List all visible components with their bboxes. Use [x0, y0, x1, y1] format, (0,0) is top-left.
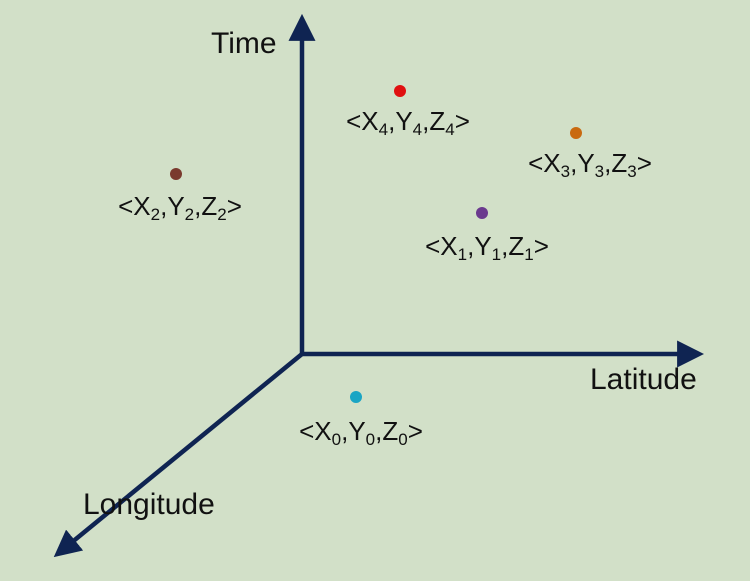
longitude-axis [53, 352, 304, 558]
point-3-marker [570, 127, 582, 139]
point-1-label: <X1,Y1,Z1> [425, 231, 549, 264]
point-3-label: <X3,Y3,Z3> [528, 148, 652, 181]
point-0-marker [350, 391, 362, 403]
point-2-label: <X2,Y2,Z2> [118, 191, 242, 224]
point-2-marker [170, 168, 182, 180]
point-4-marker [394, 85, 406, 97]
time-axis-label: Time [211, 27, 277, 60]
point-1-marker [476, 207, 488, 219]
longitude-axis-label: Longitude [83, 488, 215, 521]
point-4-label: <X4,Y4,Z4> [346, 106, 470, 139]
point-0-label: <X0,Y0,Z0> [299, 416, 423, 449]
latitude-axis-label: Latitude [590, 363, 697, 396]
